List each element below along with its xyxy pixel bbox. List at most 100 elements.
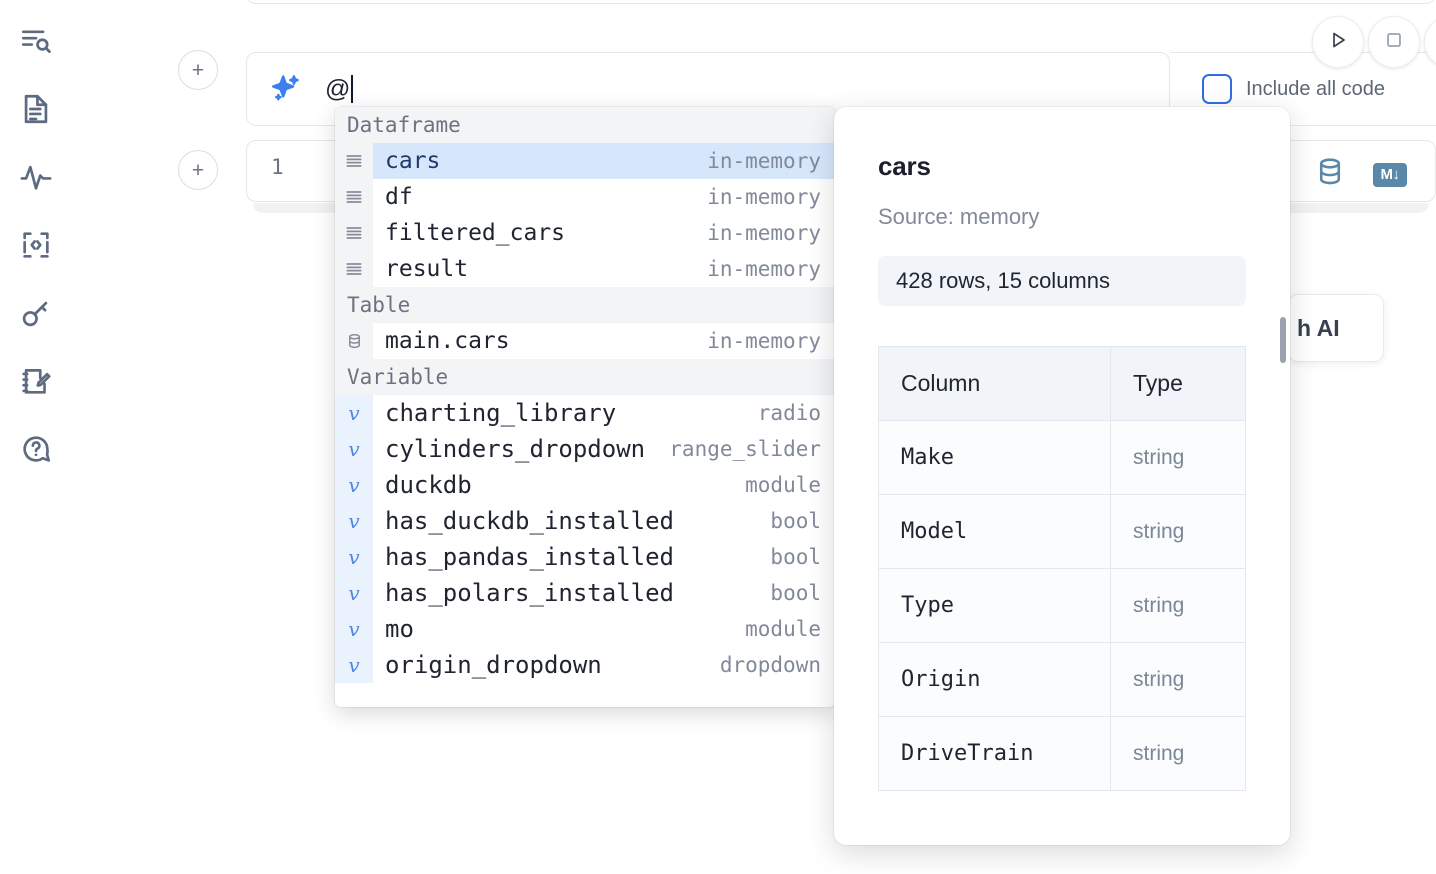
chat-question-icon	[19, 432, 53, 466]
autocomplete-option-type: module	[745, 617, 821, 641]
variable-icon: v	[335, 647, 373, 683]
sidebar-item-notebook[interactable]	[13, 86, 59, 132]
autocomplete-option[interactable]: v has_duckdb_installed bool	[335, 503, 835, 539]
ai-prompt-input[interactable]: @	[325, 74, 354, 104]
autocomplete-dropdown[interactable]: Dataframe cars in-memory df in-memory filtere…	[335, 107, 835, 707]
column-header-type: Type	[1110, 346, 1246, 421]
autocomplete-option-name: has_pandas_installed	[385, 543, 674, 571]
autocomplete-option-name: filtered_cars	[385, 220, 566, 246]
schema-column-type: string	[1110, 494, 1246, 569]
autocomplete-option-name: cylinders_dropdown	[385, 435, 646, 463]
autocomplete-option-type: range_slider	[669, 437, 821, 461]
schema-column-type: string	[1110, 568, 1246, 643]
column-header-column: Column	[878, 346, 1111, 421]
autocomplete-option-name: duckdb	[385, 471, 472, 499]
run-button[interactable]	[1312, 16, 1364, 68]
schema-column-name: Make	[878, 420, 1111, 495]
line-number: 1	[271, 155, 284, 179]
preview-source: Source: memory	[878, 204, 1040, 229]
autocomplete-option-type: bool	[770, 581, 821, 605]
autocomplete-option-name: charting_library	[385, 399, 617, 427]
sparkle-icon	[269, 72, 303, 106]
preview-scrollbar[interactable]	[1280, 317, 1286, 363]
autocomplete-group-header: Dataframe	[335, 107, 835, 143]
activity-pulse-icon	[19, 160, 53, 194]
cell-output-icons: M↓	[1313, 155, 1407, 194]
sidebar-item-explore[interactable]	[13, 18, 59, 64]
dataframe-preview-panel: cars Source: memory 428 rows, 15 columns…	[834, 107, 1290, 845]
variable-icon: v	[335, 431, 373, 467]
autocomplete-option-name: has_duckdb_installed	[385, 507, 674, 535]
autocomplete-option-type: dropdown	[719, 653, 821, 677]
sidebar-rail	[0, 0, 72, 874]
autocomplete-option[interactable]: cars in-memory	[335, 143, 835, 179]
schema-column-type: string	[1110, 642, 1246, 717]
autocomplete-group-header: Table	[335, 287, 835, 323]
sidebar-item-scratchpad[interactable]	[13, 358, 59, 404]
schema-column-name: DriveTrain	[878, 716, 1111, 791]
autocomplete-option-name: df	[385, 184, 413, 210]
autocomplete-option-type: in-memory	[707, 329, 821, 353]
stop-button[interactable]	[1368, 16, 1420, 68]
schema-column-name: Origin	[878, 642, 1111, 717]
code-brackets-icon	[19, 228, 53, 262]
autocomplete-option-type: bool	[770, 509, 821, 533]
autocomplete-option-type: module	[745, 473, 821, 497]
database-icon[interactable]	[1313, 155, 1347, 194]
autocomplete-option-type: in-memory	[707, 257, 821, 281]
autocomplete-option[interactable]: v has_pandas_installed bool	[335, 539, 835, 575]
autocomplete-option[interactable]: v charting_library radio	[335, 395, 835, 431]
sidebar-item-help[interactable]	[13, 426, 59, 472]
cell-above	[246, 0, 1436, 4]
sidebar-item-activity[interactable]	[13, 154, 59, 200]
autocomplete-option[interactable]: v cylinders_dropdown range_slider	[335, 431, 835, 467]
include-all-code-checkbox[interactable]	[1202, 74, 1232, 104]
preview-shape: 428 rows, 15 columns	[878, 256, 1246, 306]
sidebar-item-snippets[interactable]	[13, 222, 59, 268]
rows-icon	[335, 143, 373, 179]
autocomplete-option[interactable]: result in-memory	[335, 251, 835, 287]
ai-prompt-value: @	[325, 74, 351, 103]
autocomplete-option-type: radio	[757, 401, 821, 425]
variable-icon: v	[335, 395, 373, 431]
autocomplete-option-name: mo	[385, 615, 414, 643]
generate-with-ai-button[interactable]: h AI	[1288, 294, 1384, 362]
autocomplete-option-name: result	[385, 256, 469, 282]
autocomplete-option[interactable]: df in-memory	[335, 179, 835, 215]
sidebar-item-secrets[interactable]	[13, 290, 59, 336]
autocomplete-option-name: has_polars_installed	[385, 579, 674, 607]
notepad-edit-icon	[19, 364, 53, 398]
autocomplete-option-type: bool	[770, 545, 821, 569]
autocomplete-option-type: in-memory	[707, 149, 821, 173]
markdown-icon[interactable]: M↓	[1373, 162, 1407, 187]
autocomplete-option-type: in-memory	[707, 185, 821, 209]
key-icon	[19, 296, 53, 330]
rows-icon	[335, 215, 373, 251]
schema-column-type: string	[1110, 420, 1246, 495]
run-icon	[1326, 28, 1350, 57]
variable-icon: v	[335, 575, 373, 611]
variable-icon: v	[335, 539, 373, 575]
add-cell-button-top[interactable]: +	[178, 50, 218, 90]
variable-icon: v	[335, 611, 373, 647]
text-caret	[351, 75, 354, 103]
autocomplete-group-header: Variable	[335, 359, 835, 395]
autocomplete-option-name: cars	[385, 148, 441, 174]
variable-icon: v	[335, 467, 373, 503]
rows-icon	[335, 251, 373, 287]
autocomplete-option[interactable]: v has_polars_installed bool	[335, 575, 835, 611]
add-cell-button-bottom[interactable]: +	[178, 150, 218, 190]
variable-icon: v	[335, 503, 373, 539]
